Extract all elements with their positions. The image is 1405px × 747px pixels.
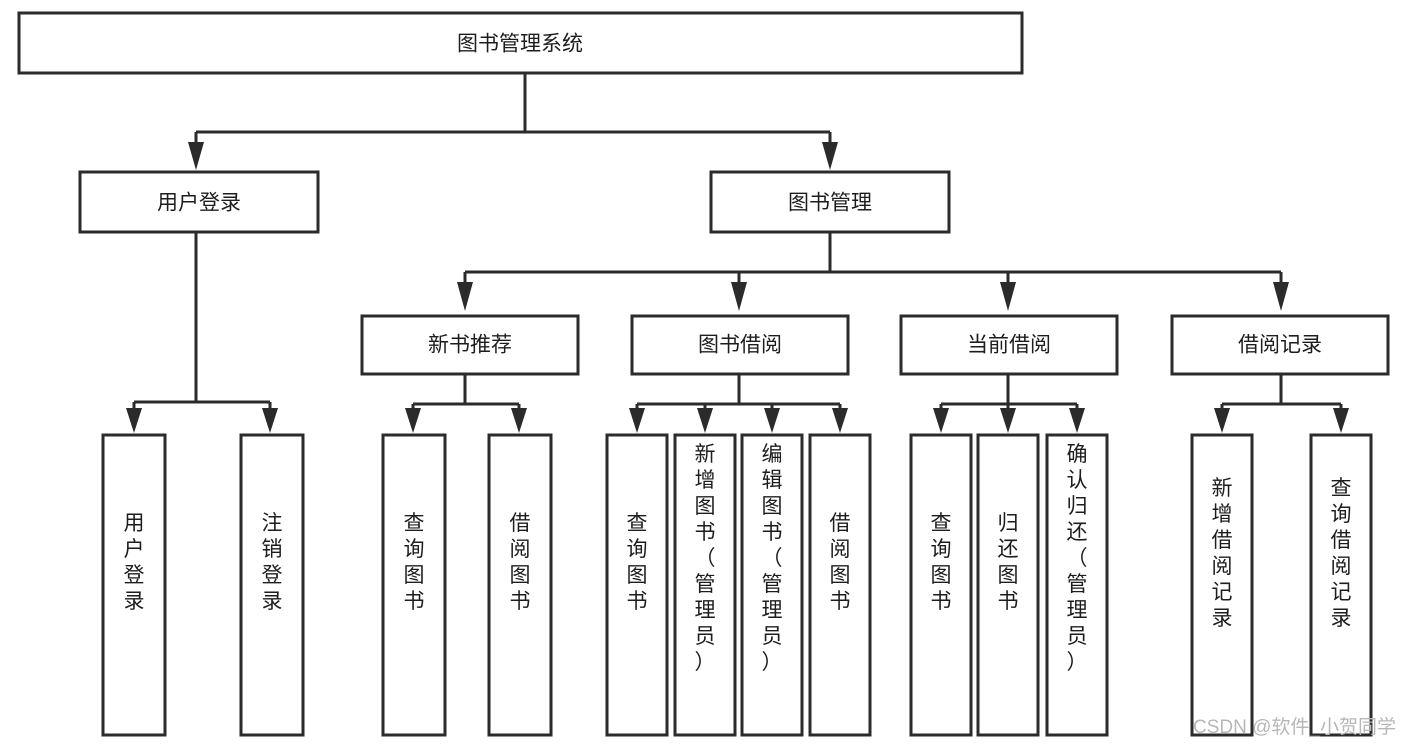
arrow-head-current-borrow (1000, 282, 1016, 311)
leaf-query-book-3-box[interactable] (909, 433, 973, 737)
node-current-borrow-label: 当前借阅 (967, 334, 1051, 357)
arrow-head-leaf-logout (262, 408, 278, 433)
leaf-return-book-label: 归还图书 (998, 512, 1019, 613)
leaf-confirm-return-label: 确认归还（管理员） (1067, 443, 1088, 674)
node-book-manage[interactable]: 图书管理 (709, 170, 951, 234)
leaf-query-record[interactable]: 查询借阅记录 (1309, 433, 1373, 737)
leaf-add-book-box[interactable] (673, 433, 737, 737)
arrow-head-leaf-add-record (1214, 408, 1230, 433)
arrow-head-leaf-query-record (1333, 408, 1349, 433)
leaf-return-book[interactable]: 归还图书 (976, 433, 1040, 737)
leaf-add-record-label: 新增借阅记录 (1212, 477, 1233, 630)
leaf-user-login-box[interactable] (101, 433, 167, 737)
node-user-login[interactable]: 用户登录 (78, 170, 320, 234)
node-borrow-record-box[interactable] (1170, 314, 1390, 376)
leaf-confirm-return-box[interactable] (1045, 433, 1109, 737)
leaf-user-login[interactable]: 用户登录 (101, 433, 167, 737)
node-current-borrow-box[interactable] (899, 314, 1119, 376)
leaf-borrow-book-2-box[interactable] (808, 433, 872, 737)
arrow-head-leaf-return-book (1000, 408, 1016, 433)
arrow-head-leaf-edit-book (764, 408, 780, 433)
node-book-borrow-label: 图书借阅 (698, 334, 782, 357)
arrow-head-leaf-query-book-2 (629, 408, 645, 433)
leaf-add-book-label: 新增图书（管理员） (695, 443, 716, 674)
node-user-login-label: 用户登录 (157, 192, 241, 215)
leaf-user-login-label: 用户登录 (124, 512, 145, 613)
node-user-login-box[interactable] (78, 170, 320, 234)
leaf-query-book-1-label: 查询图书 (404, 512, 425, 613)
leaf-return-book-box[interactable] (976, 433, 1040, 737)
arrow-head-user-login (188, 142, 204, 170)
leaf-add-record-box[interactable] (1190, 433, 1254, 737)
node-new-book-recommend[interactable]: 新书推荐 (360, 314, 580, 376)
leaf-edit-book[interactable]: 编辑图书（管理员） (740, 433, 804, 737)
arrow-head-book-borrow (731, 282, 747, 311)
node-new-book-recommend-box[interactable] (360, 314, 580, 376)
leaf-query-book-2-label: 查询图书 (627, 512, 648, 613)
node-root-box[interactable] (17, 11, 1024, 75)
csdn-watermark: CSDN @软件_小贺同学 (1193, 716, 1396, 738)
arrow-head-borrow-record (1273, 282, 1289, 311)
node-book-manage-box[interactable] (709, 170, 951, 234)
node-book-borrow[interactable]: 图书借阅 (630, 314, 850, 376)
arrow-head-leaf-user-login (126, 408, 142, 433)
leaf-logout-label: 注销登录 (262, 512, 283, 613)
node-root[interactable]: 图书管理系统 (17, 11, 1024, 75)
node-root-label: 图书管理系统 (457, 33, 583, 56)
leaf-confirm-return[interactable]: 确认归还（管理员） (1045, 433, 1109, 737)
arrow-head-new-book-recommend (457, 282, 473, 311)
arrow-head-leaf-borrow-book-2 (832, 408, 848, 433)
leaf-query-book-1[interactable]: 查询图书 (381, 433, 447, 737)
node-current-borrow[interactable]: 当前借阅 (899, 314, 1119, 376)
leaf-query-book-1-box[interactable] (381, 433, 447, 737)
arrow-head-leaf-confirm-return (1069, 408, 1085, 433)
leaf-borrow-book-2[interactable]: 借阅图书 (808, 433, 872, 737)
node-new-book-recommend-label: 新书推荐 (428, 334, 512, 357)
leaf-borrow-book-1[interactable]: 借阅图书 (487, 433, 553, 737)
leaf-add-record[interactable]: 新增借阅记录 (1190, 433, 1254, 737)
leaf-query-book-2-box[interactable] (605, 433, 669, 737)
leaf-query-book-2[interactable]: 查询图书 (605, 433, 669, 737)
arrow-head-book-manage (822, 142, 838, 170)
node-book-manage-label: 图书管理 (788, 192, 872, 215)
leaf-edit-book-label: 编辑图书（管理员） (762, 443, 783, 674)
arrow-head-leaf-query-book-3 (933, 408, 949, 433)
leaf-query-record-box[interactable] (1309, 433, 1373, 737)
leaf-borrow-book-1-box[interactable] (487, 433, 553, 737)
arrow-head-leaf-add-book (697, 408, 713, 433)
leaf-query-book-3-label: 查询图书 (931, 512, 952, 613)
leaf-borrow-book-2-label: 借阅图书 (830, 512, 851, 613)
leaf-edit-book-box[interactable] (740, 433, 804, 737)
node-book-borrow-box[interactable] (630, 314, 850, 376)
leaf-borrow-book-1-label: 借阅图书 (510, 512, 531, 613)
node-borrow-record-label: 借阅记录 (1238, 334, 1322, 357)
arrow-head-leaf-borrow-book-1 (511, 408, 527, 433)
node-borrow-record[interactable]: 借阅记录 (1170, 314, 1390, 376)
leaf-logout-box[interactable] (239, 433, 305, 737)
connector-layer (126, 74, 1349, 433)
arrow-head-leaf-query-book-1 (405, 408, 421, 433)
leaf-add-book[interactable]: 新增图书（管理员） (673, 433, 737, 737)
leaf-query-record-label: 查询借阅记录 (1331, 477, 1352, 630)
leaf-query-book-3[interactable]: 查询图书 (909, 433, 973, 737)
leaf-logout[interactable]: 注销登录 (239, 433, 305, 737)
